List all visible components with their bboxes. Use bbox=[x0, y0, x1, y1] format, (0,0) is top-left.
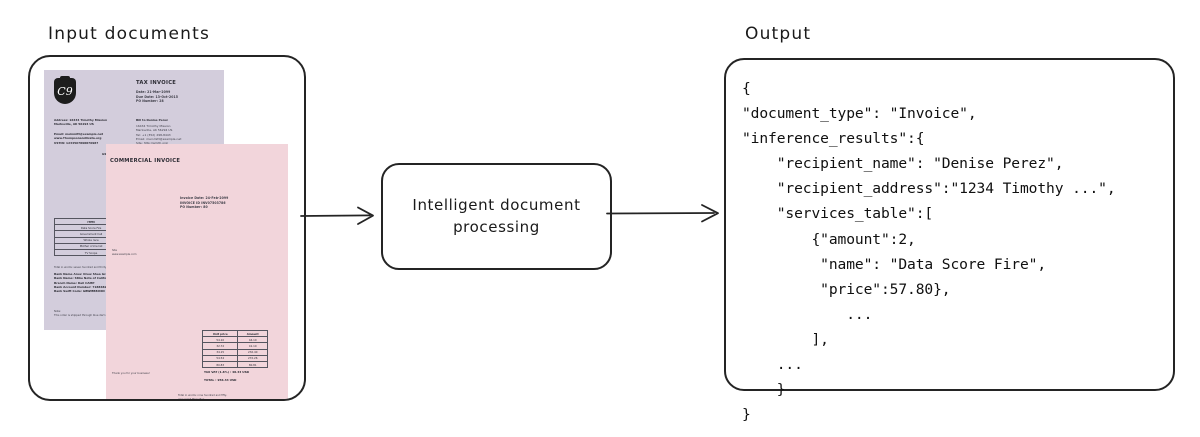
output-section-title: Output bbox=[745, 24, 812, 44]
invoice-2-amount-table: Unit price Amount 54.10 44.10 32.72 41.1… bbox=[201, 329, 268, 369]
arrow-input-to-process-icon bbox=[300, 206, 374, 225]
input-documents-panel: C9 TAX INVOICE Date: 21-Mar-2099 Due Dat… bbox=[28, 55, 306, 401]
output-json-panel: { "document_type": "Invoice", "inference… bbox=[724, 58, 1175, 423]
invoice-2-tax-row: TAX VAT (1.8%) : 48.33 USD bbox=[204, 370, 250, 374]
input-section-title: Input documents bbox=[48, 24, 211, 44]
invoice-1-sender-contact: Email: meinmitt@example.net www.Thompson… bbox=[54, 132, 104, 145]
invoice-2-total-row: TOTAL : 956.34 USD bbox=[204, 378, 237, 382]
invoice-2-total-words: Total in words: nine hundred and fifty- … bbox=[178, 394, 228, 401]
invoice-2-meta: Invoice Date: 24-Feb-2099 INVOICE ID INV… bbox=[180, 196, 229, 210]
invoice-1-total-words: Total in words: seven hundred and thirty bbox=[54, 266, 107, 269]
table-cell: 80.83 bbox=[201, 360, 239, 369]
invoice-1-header: TAX INVOICE bbox=[136, 80, 177, 86]
invoice-1-bill-to-address: 16434 Timothy Mission Marksville, AK 562… bbox=[136, 124, 182, 145]
table-cell: 80.81 bbox=[237, 360, 268, 369]
invoice-1-bank-details: Bank Name Area: Drew Shea Green Bank Nam… bbox=[54, 272, 113, 294]
invoice-2-header: COMMERCIAL INVOICE bbox=[110, 158, 181, 164]
document-commercial-invoice[interactable]: COMMERCIAL INVOICE Invoice Date: 24-Feb-… bbox=[106, 144, 288, 401]
table-row: 80.83 80.81 bbox=[201, 360, 268, 369]
invoice-1-sender-address: Address: 16434 Timothy Mission Marksvill… bbox=[54, 118, 108, 127]
process-step-label: Intelligent document processing bbox=[412, 195, 581, 236]
invoice-1-bill-to-label: Bill to Denise Perez bbox=[136, 118, 168, 122]
invoice-2-thanks: Thank you for your business! bbox=[112, 372, 150, 375]
invoice-1-meta: Date: 21-Mar-2099 Due Date: 13-Oct-2015 … bbox=[136, 90, 179, 104]
output-json-code: { "document_type": "Invoice", "inference… bbox=[742, 80, 1116, 424]
invoice-2-site: Site www.example.com bbox=[112, 249, 137, 256]
company-logo-icon: C9 bbox=[54, 76, 76, 104]
process-step-box[interactable]: Intelligent document processing bbox=[381, 163, 612, 270]
arrow-process-to-output-icon bbox=[606, 204, 719, 223]
